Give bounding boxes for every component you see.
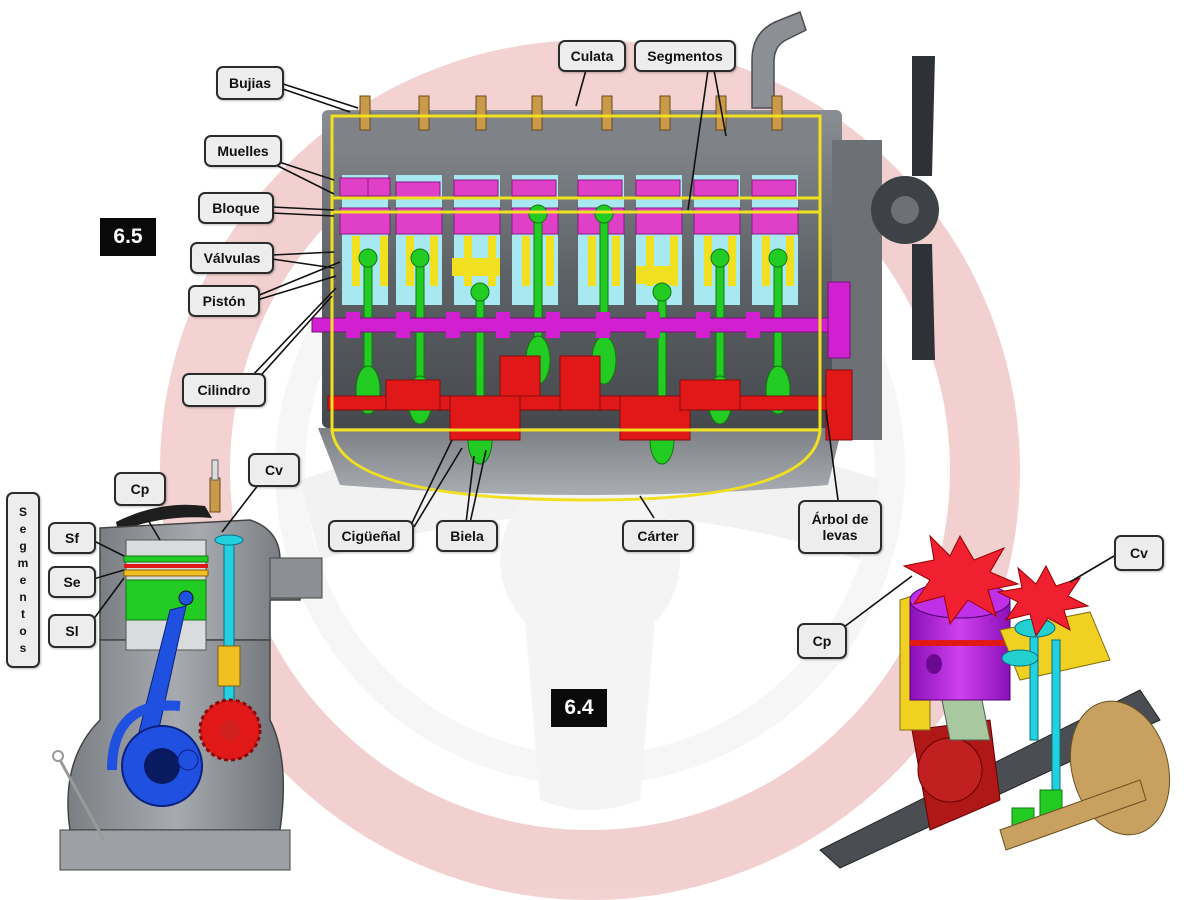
label-cp-right: Cp: [797, 623, 847, 659]
combustion-burst-icon: [902, 534, 1090, 638]
label-carter: Cárter: [622, 520, 694, 552]
vertical-letter: n: [19, 589, 27, 604]
zone-outlines: [330, 114, 822, 502]
fan-and-pulley: [871, 56, 939, 360]
label-muelles: Muelles: [204, 135, 282, 167]
right-leader-lines: [839, 555, 1115, 631]
label-piston: Pistón: [188, 285, 260, 317]
inline-engine-cutaway: [311, 11, 939, 502]
figure-number-6-5: 6.5: [100, 218, 156, 256]
vertical-letter: s: [19, 640, 27, 655]
piston-valve-assembly: [819, 534, 1171, 869]
spark-plugs: [359, 95, 783, 131]
label-si: Sl: [48, 614, 96, 648]
vertical-letter: e: [19, 521, 27, 536]
label-bujias: Bujias: [216, 66, 284, 100]
left-leader-lines: [89, 479, 263, 625]
top-leader-lines: [249, 69, 839, 528]
vertical-letter: e: [19, 572, 27, 587]
camshaft: [311, 312, 841, 338]
vertical-letter: S: [18, 504, 27, 519]
label-bloque: Bloque: [198, 192, 274, 224]
label-arbol-de-levas: Árbol de levas: [798, 500, 882, 554]
vertical-letter: g: [19, 538, 27, 553]
valve-stems: [352, 236, 794, 286]
label-se: Se: [48, 566, 96, 598]
vertical-letter: m: [17, 555, 29, 570]
label-ciguenal: Cigüeñal: [328, 520, 414, 552]
label-cv-left: Cv: [248, 453, 300, 487]
timing-gears: [825, 281, 853, 441]
vertical-letter: t: [20, 606, 25, 621]
label-segmentos: Segmentos: [634, 40, 736, 72]
piston-rings: [123, 555, 209, 577]
figure-number-6-4: 6.4: [551, 689, 607, 727]
label-valvulas: Válvulas: [190, 242, 274, 274]
label-culata: Culata: [558, 40, 626, 72]
single-cylinder-cutaway: [52, 459, 323, 871]
vertical-letter: o: [19, 623, 27, 638]
label-sf: Sf: [48, 522, 96, 554]
label-biela: Biela: [436, 520, 498, 552]
label-cv-right: Cv: [1114, 535, 1164, 571]
label-cilindro: Cilindro: [182, 373, 266, 407]
label-cp-left: Cp: [114, 472, 166, 506]
